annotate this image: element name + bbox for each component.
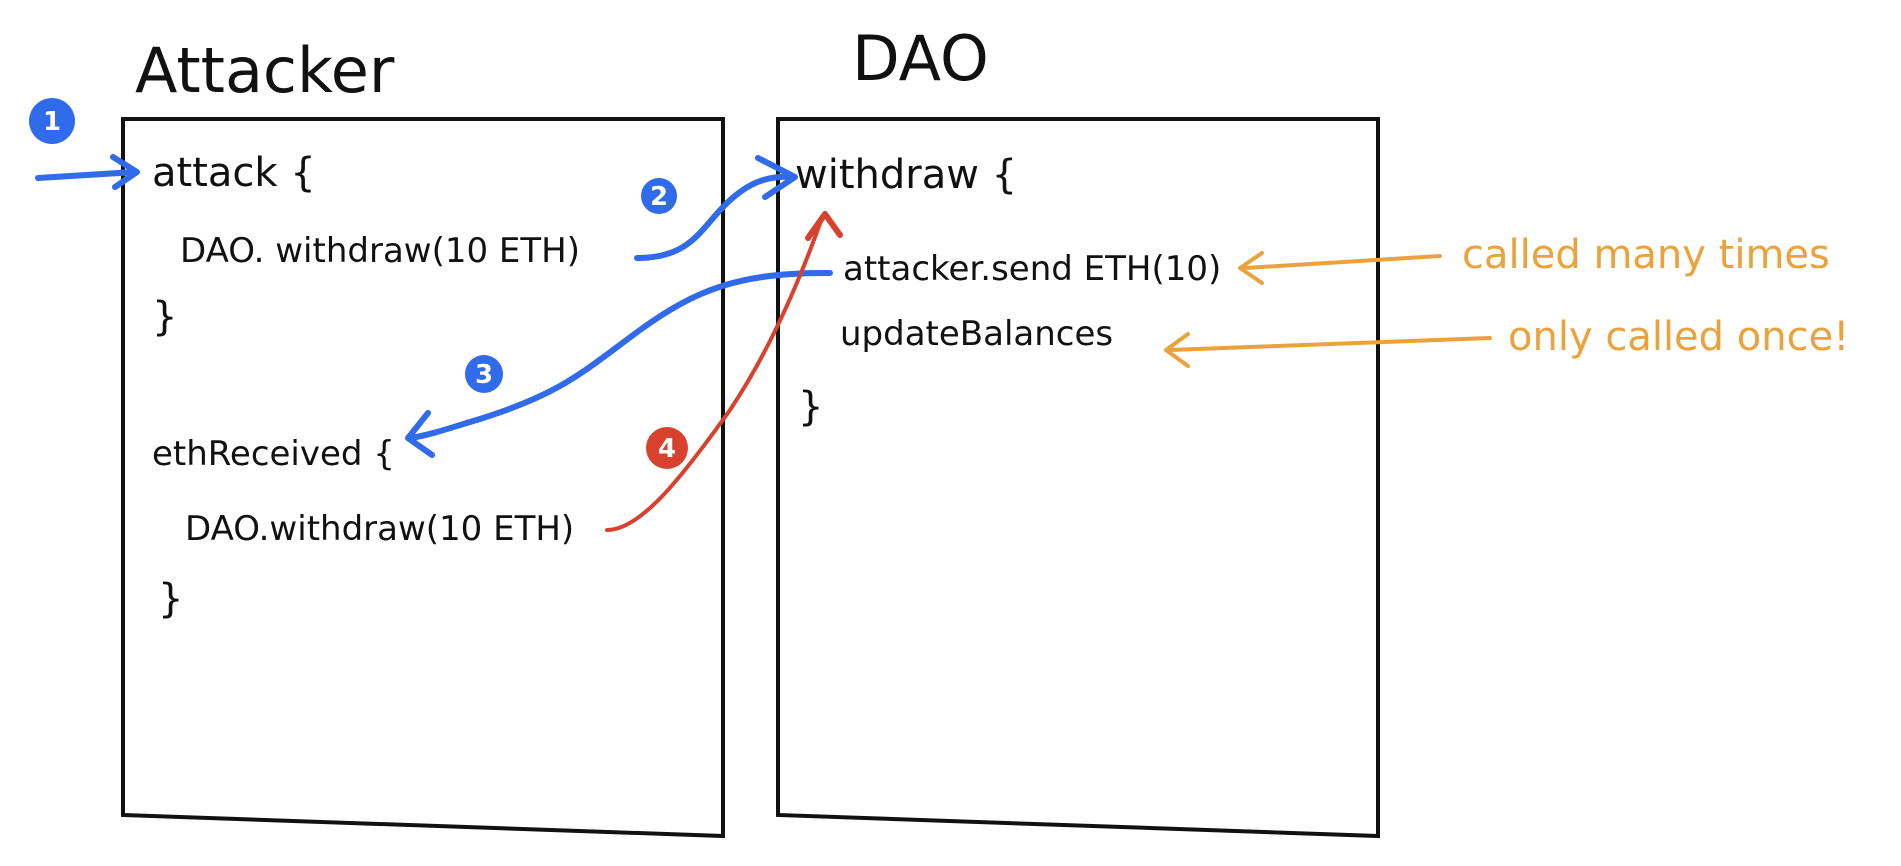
note-called-many-times: called many times [1462, 232, 1830, 278]
step2-badge: 2 [641, 178, 677, 214]
update-balances-call: updateBalances [840, 314, 1113, 354]
step1-arrow [35, 169, 138, 181]
svg-text:3: 3 [475, 360, 493, 390]
step2-arrow [634, 173, 795, 261]
only-once-arrow [1168, 336, 1492, 352]
withdraw-function-close: } [798, 384, 823, 430]
svg-text:4: 4 [658, 434, 676, 464]
step1-badge: 1 [29, 98, 75, 144]
dao-title: DAO [852, 22, 989, 95]
eth-received-withdraw-call: DAO.withdraw(10 ETH) [185, 509, 574, 549]
step4-badge: 4 [646, 427, 688, 469]
step4-arrow [605, 216, 824, 532]
step3-arrowhead [405, 410, 435, 458]
many-times-arrow [1243, 254, 1442, 270]
only-once-arrowhead [1164, 332, 1190, 368]
withdraw-function-open: withdraw { [795, 152, 1017, 198]
step4-arrowhead [805, 211, 843, 241]
step2-arrowhead [755, 155, 798, 200]
attack-withdraw-call: DAO. withdraw(10 ETH) [180, 231, 580, 271]
eth-received-function-close: } [158, 576, 183, 622]
svg-text:1: 1 [43, 107, 61, 137]
step1-arrowhead [110, 154, 140, 190]
step3-badge: 3 [465, 355, 503, 393]
attack-function-close: } [152, 294, 177, 340]
attacker-title: Attacker [135, 34, 395, 107]
note-only-called-once: only called once! [1508, 314, 1849, 360]
eth-received-function-open: ethReceived { [152, 434, 395, 474]
send-eth-call: attacker.send ETH(10) [843, 249, 1221, 289]
attack-function-open: attack { [152, 150, 316, 196]
dao-contract-box [776, 117, 1380, 839]
many-times-arrowhead [1238, 251, 1264, 285]
step3-arrow [407, 269, 833, 441]
attacker-contract-box [121, 117, 725, 839]
svg-text:2: 2 [650, 182, 668, 212]
